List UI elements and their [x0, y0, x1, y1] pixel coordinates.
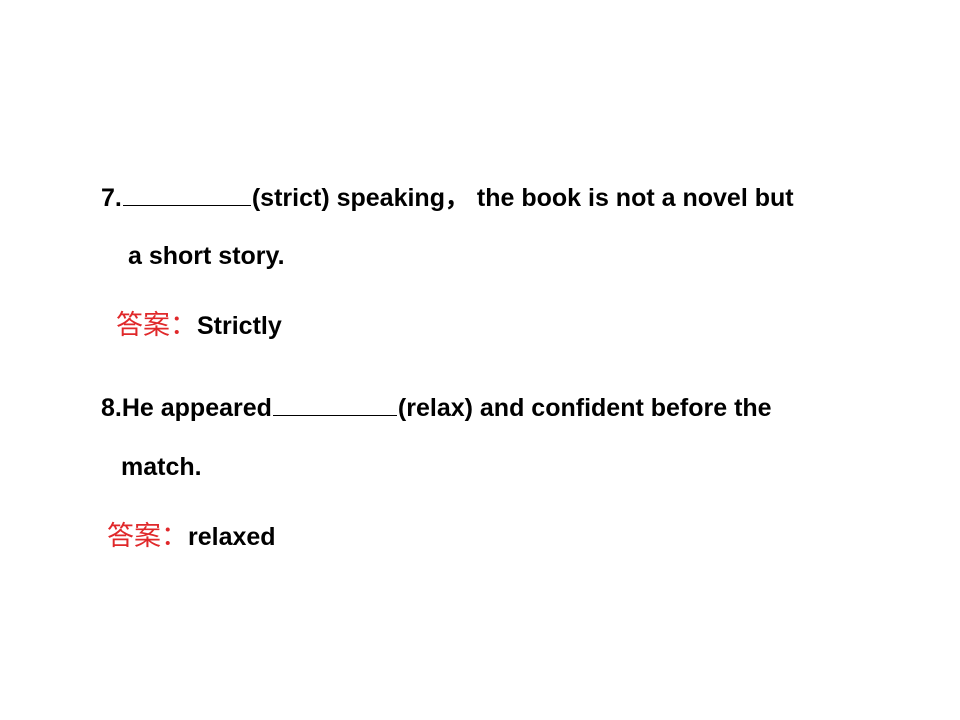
- question-8-answer-label: 答案：: [107, 521, 188, 552]
- question-7-answer-value: Strictly: [197, 312, 282, 340]
- question-7-number: 7.: [101, 184, 122, 212]
- question-7-line-1: 7. (strict) speaking， the book is not a n…: [101, 182, 794, 214]
- question-7-line-2: a short story.: [128, 240, 285, 272]
- question-7-blank: [122, 187, 251, 206]
- question-7-answer: 答案：Strictly: [116, 310, 282, 342]
- question-7-answer-label: 答案：: [116, 310, 197, 341]
- question-8-text-continued: match.: [121, 453, 202, 481]
- question-8-text: (relax) and confident before the: [397, 394, 772, 422]
- question-8-blank: [272, 397, 397, 416]
- question-8-answer: 答案：relaxed: [107, 521, 276, 553]
- question-7-text: (strict) speaking， the book is not a nov…: [251, 184, 794, 212]
- question-8-text-start: 8.He appeared: [101, 394, 272, 422]
- question-7-text-continued: a short story.: [128, 242, 285, 270]
- question-8-answer-value: relaxed: [188, 523, 276, 551]
- question-8-line-1: 8.He appeared (relax) and confident befor…: [101, 392, 772, 424]
- question-8-line-2: match.: [121, 451, 202, 483]
